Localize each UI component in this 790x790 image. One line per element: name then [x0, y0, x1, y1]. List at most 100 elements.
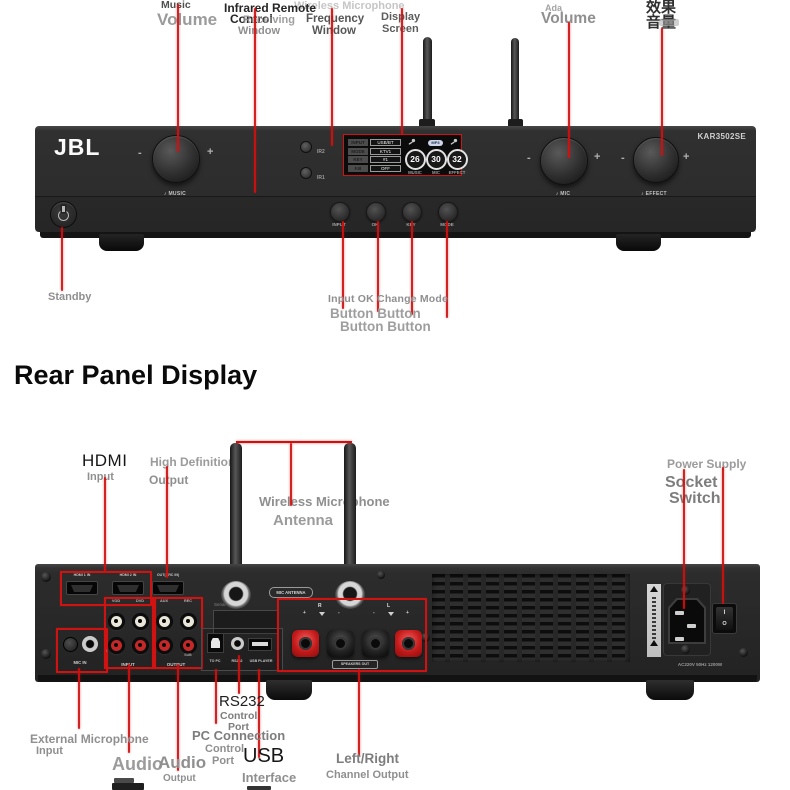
standby-label: Standby [48, 291, 92, 303]
infrared-label-line1: Infrared Remote [224, 1, 317, 15]
power-button [50, 201, 77, 228]
microphone-icon [450, 138, 458, 145]
rca-ring [134, 639, 146, 651]
rca-ring [158, 615, 170, 627]
effect-volume-cn-line1: 效果 [646, 0, 677, 16]
rca-jack-white [107, 612, 125, 630]
speaker-minus-mark: - [373, 610, 375, 616]
warning-triangle-icon [650, 586, 658, 592]
display-row-value: #1 [370, 156, 401, 163]
leader-line [177, 664, 179, 771]
antenna-mount-right [335, 581, 365, 609]
buttons-caption-line2: Button Button [330, 306, 421, 321]
power-rating-label: AC220V 50Hz 1200W [677, 662, 723, 667]
hdmi-port-inner [71, 585, 93, 592]
note-icon: ♪ [555, 191, 559, 197]
antenna-connector-line [236, 441, 352, 443]
rca-column-label: DVD [135, 599, 145, 603]
mic-antenna-plate-label: MIC ANTENNA [276, 590, 306, 595]
hdmi1-port-label: HDMI 1 IN [73, 573, 91, 577]
rca-ring [158, 639, 170, 651]
external-mic-label-line2: Input [36, 745, 63, 757]
warning-triangle-icon [650, 640, 658, 646]
power-icon-bar [62, 206, 65, 212]
rca-hole [185, 642, 191, 648]
rca-output-group-label: OUTPUT [166, 662, 186, 667]
leader-line [238, 655, 240, 694]
pc-control-label: Control [205, 743, 245, 755]
front-panel-seam [35, 196, 756, 197]
leader-line [661, 28, 663, 156]
usb-player-port [248, 638, 272, 651]
rca-jack-red [107, 636, 125, 654]
rear-foot-right [646, 680, 694, 700]
receiving-label: Receiving [243, 14, 295, 26]
leader-line [177, 4, 179, 152]
leader-line [61, 227, 63, 291]
key-button [402, 202, 422, 222]
hdmi2-port [112, 581, 144, 595]
frequency-label: Frequency [306, 13, 365, 25]
front-antenna-left-base [419, 119, 435, 128]
receiving-window-label: Window [238, 25, 281, 37]
mic-in-annotation-box [56, 628, 108, 673]
vent-grille [432, 574, 630, 662]
clipped-text-fragment [112, 783, 144, 790]
note-icon: ♪ [641, 191, 644, 197]
rs232-port-word: Port [228, 721, 249, 733]
usb-label: USB [243, 745, 285, 767]
audio-label-1: Audio [112, 754, 163, 774]
note-icon: ♪ [163, 191, 167, 197]
hdmi-annotation-box [60, 571, 152, 606]
display-row-label: KEY [348, 156, 368, 163]
leader-line [78, 668, 80, 729]
buttons-caption-line1: Input OK Change Mode [328, 293, 449, 305]
music-level-value: 26 [404, 148, 426, 170]
effect-knob-label: ♪ EFFECT [629, 192, 679, 197]
ir1-sensor [300, 167, 312, 179]
rear-antenna-left [230, 443, 242, 588]
speaker-post-black [362, 630, 389, 657]
mic-volume-knob [540, 137, 588, 185]
high-definition-label: High Definition [150, 455, 236, 469]
buttons-caption-line3: Button Button [340, 319, 431, 334]
hdmi-input-label: Input [87, 471, 114, 483]
display-row-label: F.B [348, 164, 368, 172]
rca-hole [113, 642, 119, 648]
post-center [334, 637, 347, 650]
antenna-mount-left [221, 581, 251, 609]
to-pc-port [207, 633, 224, 653]
serial-no-box [213, 610, 279, 634]
speakers-out-label: SPEAKERS OUT [340, 662, 370, 666]
mic-volume-fragment: Ada [545, 3, 563, 13]
rca-jack-red [155, 636, 173, 654]
screw [681, 586, 690, 595]
leader-line [104, 477, 106, 573]
leader-line [254, 8, 256, 193]
speaker-plus-mark: + [303, 610, 306, 616]
rs232-jack [231, 637, 244, 650]
leader-line [568, 22, 570, 158]
speaker-icon [388, 612, 394, 616]
effect-knob-minus: - [621, 152, 625, 164]
to-pc-label: TO PC [209, 659, 221, 663]
effect-knob-text: EFFECT [645, 191, 667, 197]
rca-hole [161, 642, 167, 648]
hd-output-label: Output [149, 473, 189, 487]
usb-interface-label: Interface [242, 770, 297, 785]
channel-output-label: Channel Output [326, 769, 409, 781]
speaker-r-label: R [318, 603, 322, 609]
rca-hole [137, 642, 143, 648]
music-knob-plus: + [207, 146, 214, 158]
rs232-label: RS232 [219, 693, 265, 710]
display-row-label: MODE [348, 147, 368, 155]
socket-label: Socket [665, 474, 718, 491]
ir2-label: IR2 [317, 149, 325, 155]
usb-player-label: USB PLAYER [249, 659, 273, 663]
front-antenna-right [511, 38, 519, 123]
front-antenna-left [423, 37, 432, 125]
music-label-small: Music [161, 0, 191, 11]
